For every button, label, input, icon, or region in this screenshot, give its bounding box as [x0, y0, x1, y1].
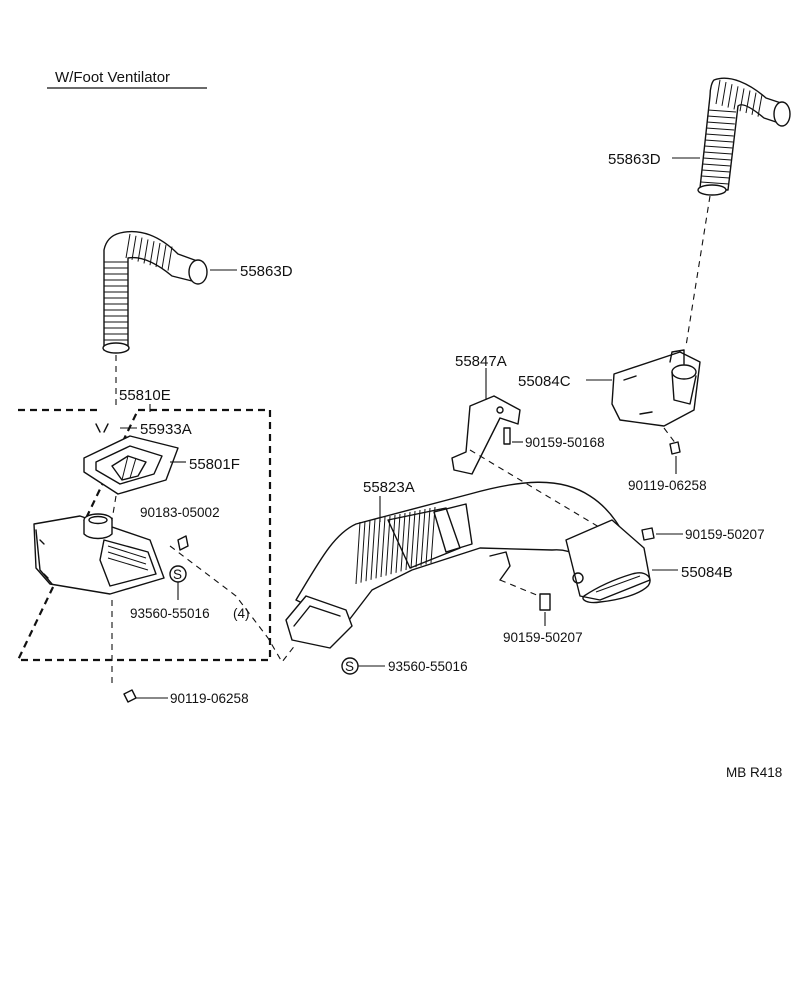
duct-tab [489, 551, 511, 581]
corrugation-rib [395, 513, 401, 573]
corrugation-rib [137, 237, 143, 262]
label-sealer-mid: 93560-55016 [388, 659, 468, 674]
sealer-symbol-left-text: S [173, 567, 182, 582]
corrugation-rib [161, 244, 167, 269]
label-bolt-bottom: 90159-50207 [503, 630, 583, 645]
bolt-right [641, 527, 655, 541]
diagram-reference: MB R418 [726, 765, 782, 780]
duct-right-upper [611, 349, 701, 427]
label-seal: 55933A [140, 421, 192, 438]
corrugation-rib [410, 510, 416, 569]
corrugation-rib [155, 242, 161, 268]
label-screw-right: 90119-06258 [628, 478, 707, 493]
corrugation-rib [707, 115, 736, 119]
corrugation-rib [705, 133, 734, 137]
corrugation-rib [167, 246, 173, 271]
corrugation-rib [721, 82, 727, 106]
corrugation-rib [149, 241, 155, 266]
label-damper-frame: 55801F [189, 456, 240, 473]
dash-screw-right [663, 427, 677, 445]
corrugation-rib [702, 163, 731, 167]
corrugation-rib [700, 181, 729, 185]
corrugation-rib [355, 521, 361, 585]
corrugation-rib [706, 121, 735, 125]
corrugation-rib [704, 139, 734, 143]
hose-right [697, 77, 791, 196]
hose-left [102, 230, 208, 354]
damper-frame [83, 435, 179, 495]
label-bracket: 55847A [455, 353, 507, 370]
label-clip-upper: 90183-05002 [140, 505, 220, 520]
dash-box-to-duct [169, 545, 297, 663]
corrugation-rib [704, 145, 733, 149]
label-bolt-right: 90159-50207 [685, 527, 765, 542]
sealer-symbol-mid-text: S [345, 659, 354, 674]
label-screw-left-bottom: 90119-06258 [170, 691, 249, 706]
dash-hose-right [685, 195, 711, 347]
corrugation-rib [703, 151, 732, 155]
bolt-bracket [503, 427, 511, 445]
corrugation-rib [739, 88, 745, 112]
diagram-title: W/Foot Ventilator [55, 69, 170, 86]
corrugation-rib [143, 239, 149, 264]
corrugation-rib [706, 127, 735, 131]
corrugation-rib [751, 92, 757, 115]
corrugation-rib [703, 157, 732, 161]
label-sealer-left: 93560-55016 [130, 606, 210, 621]
label-duct-box-assy: 55810E [119, 387, 171, 404]
corrugation-rib [375, 517, 381, 579]
bolt-bottom [539, 593, 551, 611]
label-hose-right: 55863D [608, 151, 661, 168]
corrugation-rib [125, 233, 131, 259]
corrugation-rib [380, 516, 386, 578]
corrugation-rib [415, 509, 421, 568]
corrugation-rib [400, 512, 406, 572]
corrugation-rib [390, 514, 396, 575]
corrugation-rib [430, 506, 436, 564]
label-duct-right-lower: 55084B [681, 564, 733, 581]
corrugation-rib [405, 511, 411, 571]
label-hose-left: 55863D [240, 263, 293, 280]
label-sealer-left-qty: (4) [233, 606, 250, 621]
corrugation-rib [757, 94, 763, 117]
foot-duct-box [33, 513, 165, 595]
label-main-duct: 55823A [363, 479, 415, 496]
corrugation-rib [425, 507, 431, 565]
label-duct-right-upper: 55084C [518, 373, 571, 390]
corrugation-rib [745, 90, 751, 114]
corrugation-rib [715, 79, 721, 105]
corrugation-rib [365, 519, 371, 582]
clip-90183 [177, 535, 189, 551]
bracket [451, 395, 521, 475]
corrugation-rib [727, 84, 733, 108]
corrugation-rib [131, 235, 137, 260]
corrugation-rib [370, 518, 376, 580]
corrugation-rib [733, 86, 739, 110]
screw-right [669, 441, 681, 455]
corrugation-rib [385, 515, 391, 576]
dash-damper [111, 495, 117, 521]
dash-bracket [469, 449, 605, 531]
corrugation-rib [701, 169, 731, 173]
label-bolt-bracket: 90159-50168 [525, 435, 605, 450]
screw-left-bottom [123, 689, 137, 703]
clip-small [95, 423, 109, 433]
duct-right-lower [565, 519, 651, 604]
corrugation-rib [707, 109, 737, 113]
corrugation-rib [701, 175, 730, 179]
corrugation-rib [420, 508, 426, 566]
dash-bolt-bottom [499, 579, 545, 599]
corrugation-rib [360, 520, 366, 583]
